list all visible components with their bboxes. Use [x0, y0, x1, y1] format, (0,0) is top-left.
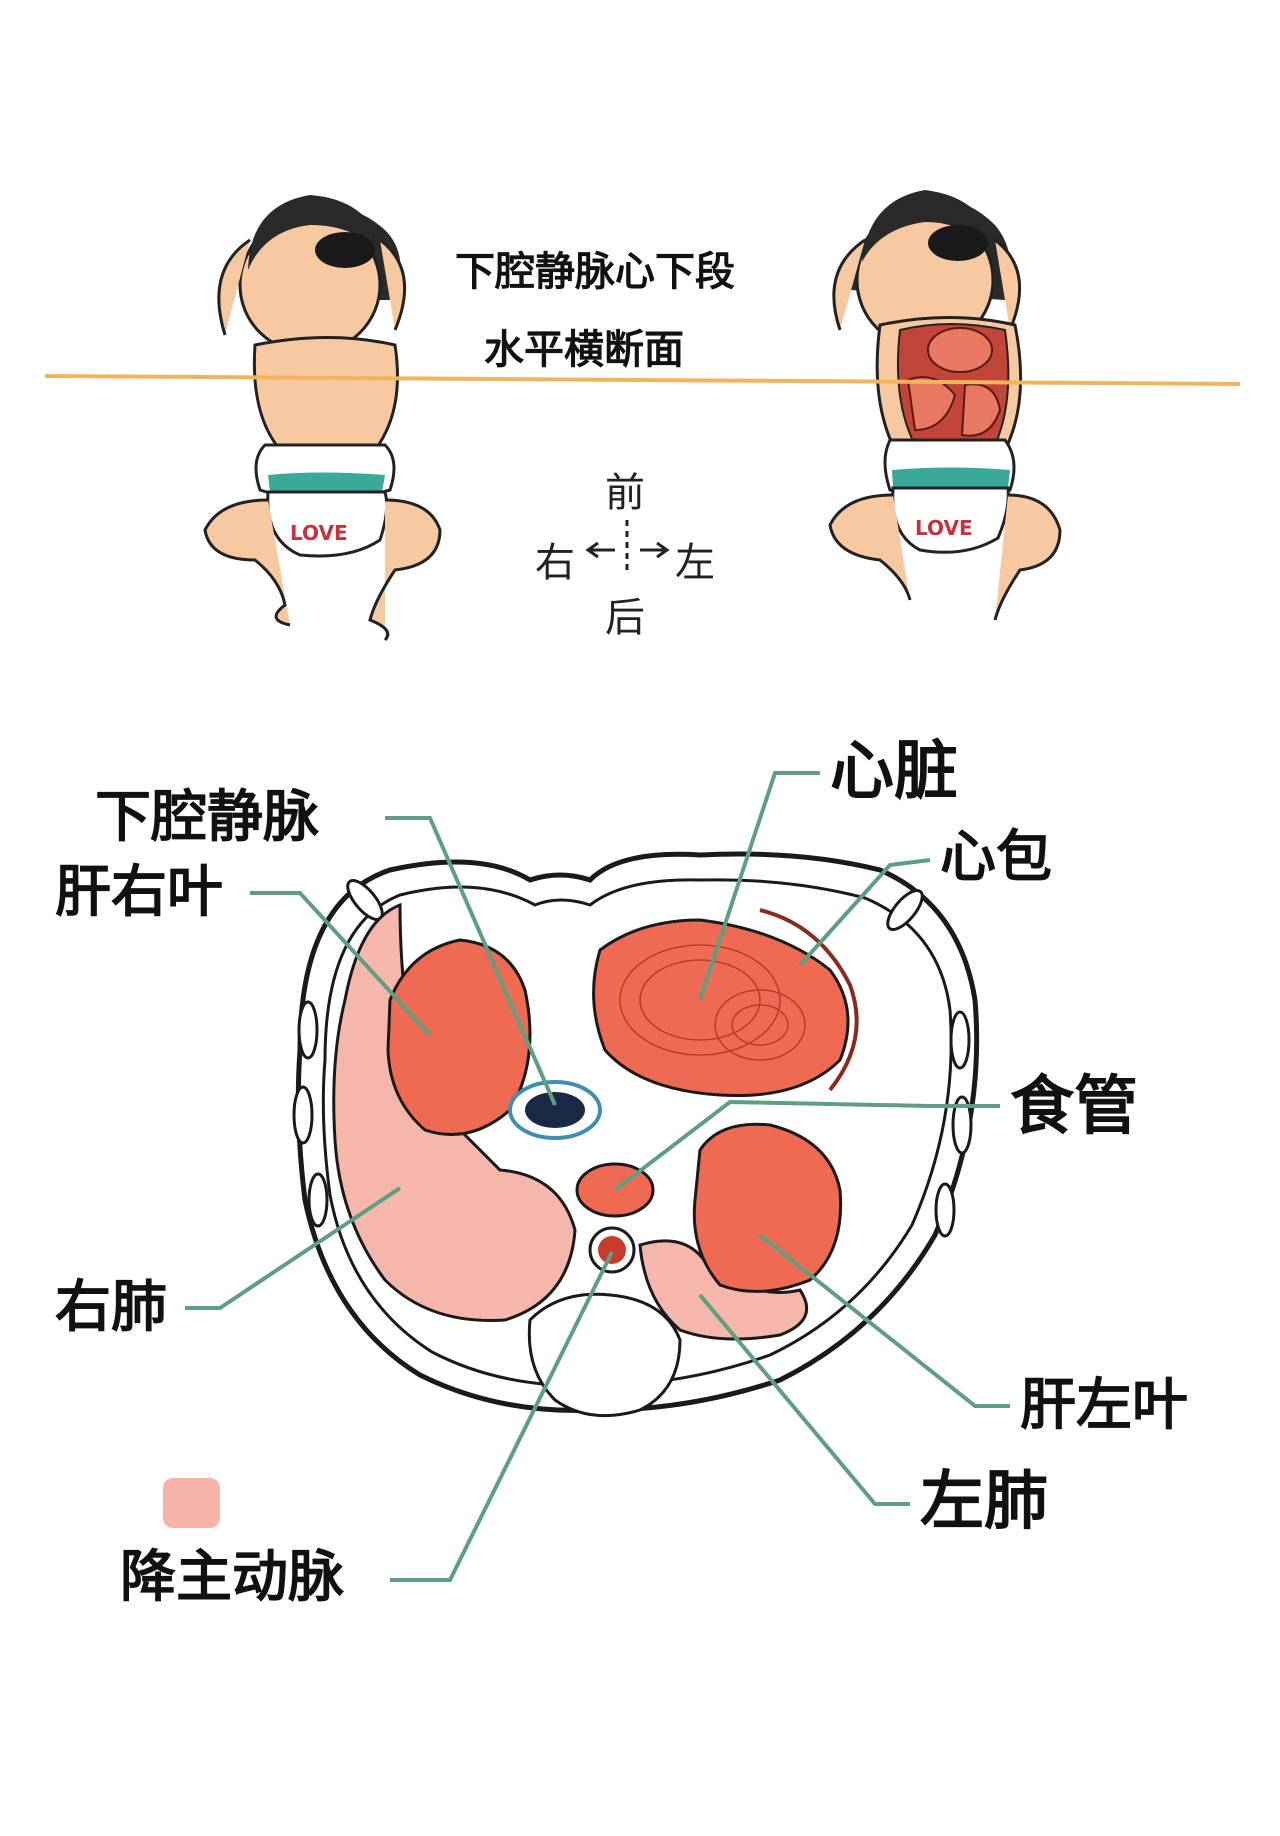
leader-left-lung	[698, 1293, 910, 1506]
orientation-anterior: 前	[605, 470, 645, 516]
header-title-line1: 下腔静脉心下段	[455, 249, 735, 295]
label-esophagus: 食管	[1010, 1070, 1138, 1144]
leader-esophagus	[613, 1099, 1000, 1192]
baby-left-illustration: LOVE	[203, 195, 442, 642]
vertebra-shape	[527, 1292, 682, 1418]
leader-desc-aorta	[390, 1251, 614, 1582]
leader-liver-right	[250, 891, 432, 1037]
cross-section	[292, 851, 980, 1418]
liver-left-shape	[692, 1122, 843, 1293]
diaper-text-right: LOVE	[915, 516, 973, 540]
pericardium-shape	[759, 908, 859, 1092]
leader-right-lung	[185, 1186, 402, 1310]
orientation-posterior: 后	[605, 595, 645, 641]
label-desc-aorta: 降主动脉	[120, 1545, 344, 1610]
leader-pericardium	[798, 858, 931, 967]
leader-lines	[185, 771, 1010, 1582]
leader-heart	[698, 771, 820, 1001]
label-heart: 心脏	[830, 735, 958, 809]
label-pericardium: 心包	[940, 825, 1052, 890]
liver-right-shape	[386, 938, 532, 1136]
label-left-lung: 左肺	[920, 1465, 1048, 1539]
label-right-lung: 右肺	[55, 1275, 167, 1340]
orientation-compass	[585, 520, 670, 575]
leader-liver-left	[758, 1233, 1010, 1408]
baby-right-illustration: LOVE	[828, 190, 1062, 621]
leader-ivc	[385, 816, 557, 1106]
diaper-text-left: LOVE	[290, 521, 348, 545]
section-cut-line	[44, 374, 1241, 386]
header-title-line2: 水平横断面	[484, 327, 684, 373]
orientation-right: 右	[535, 540, 575, 586]
color-swatch	[163, 1478, 220, 1528]
label-ivc: 下腔静脉	[95, 785, 319, 850]
orientation-left: 左	[675, 540, 715, 586]
label-liver-right: 肝右叶	[55, 860, 223, 925]
ribs	[292, 879, 973, 1238]
label-liver-left: 肝左叶	[1020, 1373, 1188, 1438]
